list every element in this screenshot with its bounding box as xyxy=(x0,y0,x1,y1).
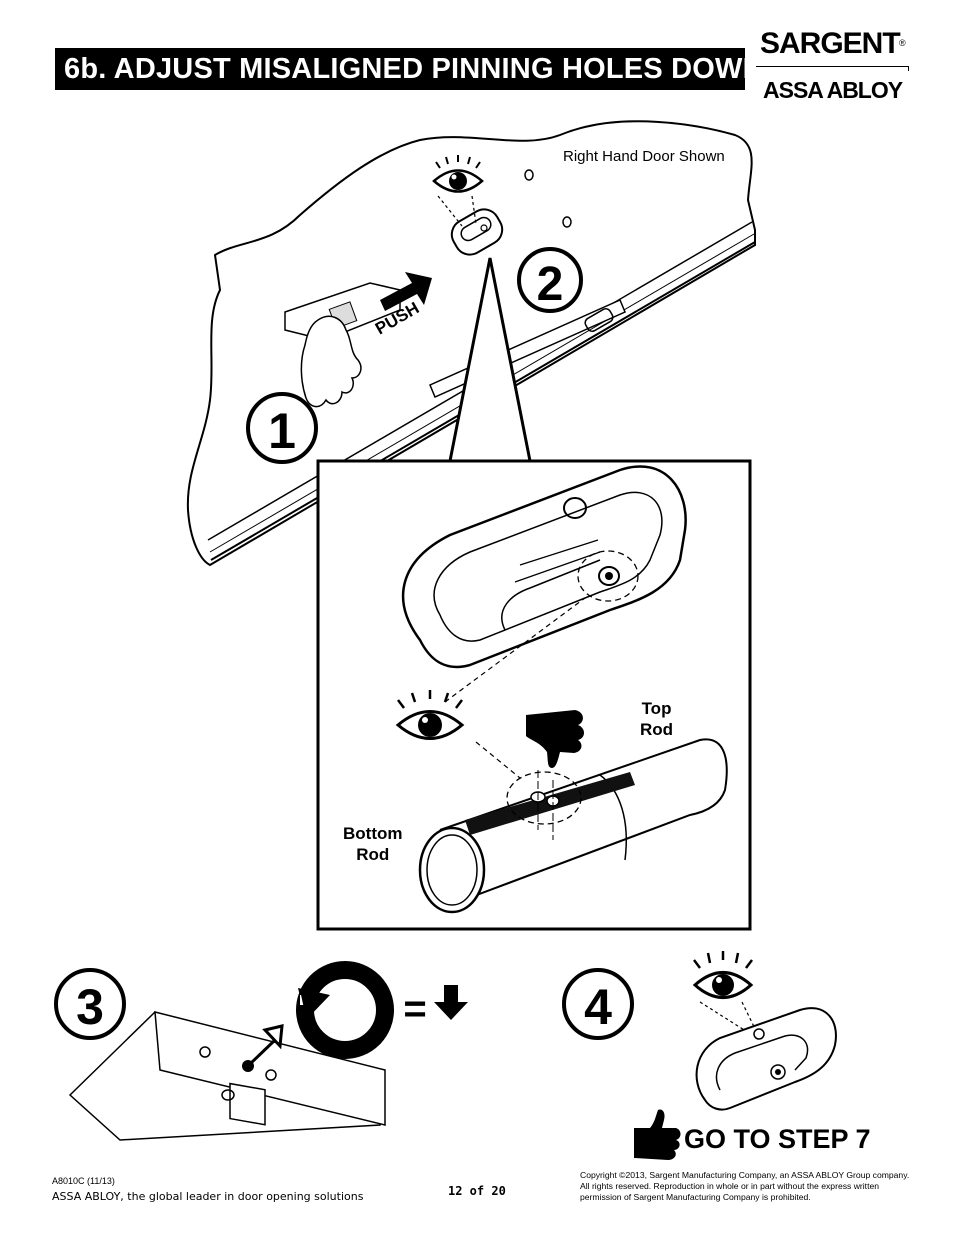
push-arrow-icon xyxy=(380,272,432,311)
rotate-arrow-icon xyxy=(296,961,394,1059)
top-rod-label-line2: Rod xyxy=(640,720,674,739)
equals-sign: = xyxy=(403,987,426,1031)
next-step-text: GO TO STEP 7 xyxy=(684,1124,871,1154)
logo-divider xyxy=(756,66,909,71)
bottom-rod-label: Bottom Rod xyxy=(343,823,402,865)
door-hole xyxy=(562,216,572,228)
doc-number: A8010C (11/13) xyxy=(52,1176,115,1186)
pin-slot-small xyxy=(450,208,504,256)
footer-tagline: ASSA ABLOY, the global leader in door op… xyxy=(52,1190,364,1203)
down-arrow-icon xyxy=(434,985,468,1020)
thumbs-up-icon xyxy=(634,1109,681,1160)
door-hole xyxy=(524,169,534,181)
sargent-logo: SARGENT xyxy=(760,27,901,60)
step-2-number: 2 xyxy=(537,258,564,311)
eye-icon xyxy=(395,690,465,740)
rods xyxy=(418,738,728,914)
title-bar: 6b. ADJUST MISALIGNED PINNING HOLES DOWN xyxy=(55,48,764,90)
step-3-circle xyxy=(54,968,126,1040)
step-1-number: 1 xyxy=(268,403,296,459)
step-4-pin-slot xyxy=(695,1007,837,1111)
step-3-number: 3 xyxy=(76,979,104,1035)
assa-abloy-logo: ASSA ABLOY xyxy=(763,77,903,103)
step-1-circle xyxy=(246,392,318,464)
eye-icon xyxy=(432,155,484,193)
copyright-notice: Copyright ©2013, Sargent Manufacturing C… xyxy=(580,1170,910,1202)
page-title: 6b. ADJUST MISALIGNED PINNING HOLES DOWN xyxy=(64,53,764,85)
registered-mark: ® xyxy=(899,38,906,48)
step-3-device xyxy=(68,1011,386,1141)
door-panel xyxy=(186,120,756,567)
bottom-rod-label-line2: Rod xyxy=(356,845,390,864)
callout-pointer xyxy=(448,257,532,462)
bottom-rod-label-line1: Bottom xyxy=(343,824,403,843)
hand-icon xyxy=(300,315,362,408)
top-rod-label: Top Rod xyxy=(640,698,673,740)
step-4-circle xyxy=(562,968,634,1040)
top-rod-label-line1: Top xyxy=(641,699,672,718)
step-4-number: 4 xyxy=(584,979,612,1035)
step-2-circle xyxy=(517,247,583,313)
page-number: 12 of 20 xyxy=(448,1184,506,1198)
eye-icon xyxy=(692,951,754,999)
thumbs-down-icon xyxy=(526,710,584,768)
pin-slot-detail xyxy=(401,465,687,669)
door-note: Right Hand Door Shown xyxy=(563,148,725,165)
